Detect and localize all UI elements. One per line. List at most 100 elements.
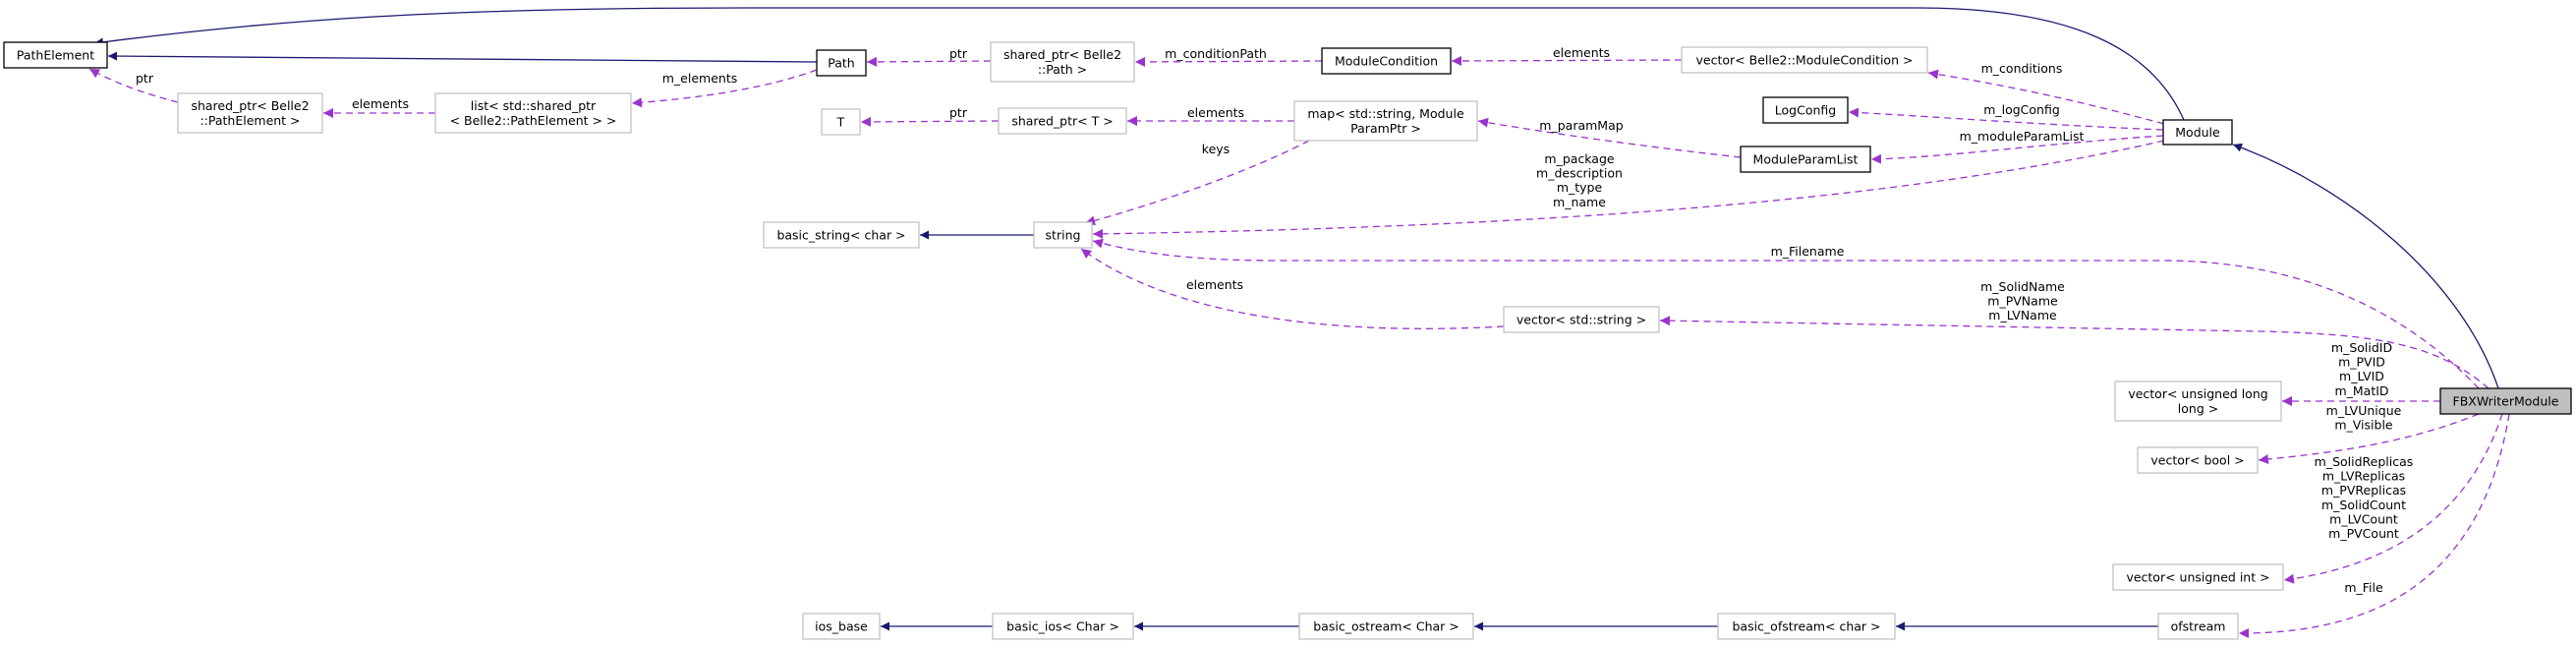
- class-node-box: [1681, 46, 1928, 74]
- class-node-moduleparamlist[interactable]: ModuleParamList: [1740, 146, 1871, 173]
- class-node-string: string: [1033, 221, 1093, 249]
- edge-label: m_logConfig: [1983, 102, 2060, 117]
- class-node-box: [1293, 100, 1478, 142]
- class-node-label: map< std::string, Module: [1307, 106, 1464, 121]
- usage-edge-module-to-moduleparamlist: m_moduleParamList: [1870, 129, 2164, 164]
- edge-label: m_LVReplicas: [2322, 469, 2405, 484]
- class-node-pathelement[interactable]: PathElement: [3, 41, 108, 69]
- class-node-label: LogConfig: [1775, 103, 1836, 118]
- usage-edge-sp-t-to-t: ptr: [860, 105, 1000, 127]
- class-node-sp-pe: shared_ptr< Belle2::PathElement >: [177, 92, 323, 134]
- edge-label: m_name: [1553, 195, 1606, 209]
- class-node-module[interactable]: Module: [2162, 119, 2233, 146]
- edge-label: ptr: [949, 105, 968, 120]
- class-node-label: ModuleParamList: [1753, 152, 1859, 167]
- usage-edge-fbxwritermodule-to-vec-uint: m_SolidReplicasm_LVReplicasm_PVReplicasm…: [2283, 413, 2503, 584]
- class-node-box: [1740, 146, 1871, 173]
- class-node-vec-bool: vector< bool >: [2137, 446, 2259, 474]
- edge-label: m_Visible: [2334, 418, 2393, 433]
- usage-arrow: [1084, 140, 1310, 226]
- class-node-label: basic_ios< Char >: [1006, 619, 1119, 634]
- edge-label: ptr: [949, 46, 968, 61]
- usage-arrow: [88, 68, 179, 103]
- class-node-box: [2157, 613, 2239, 640]
- class-node-list-sp: list< std::shared_ptr< Belle2::PathEleme…: [434, 92, 632, 134]
- class-node-box: [992, 613, 1134, 640]
- edge-label: elements: [352, 96, 409, 111]
- class-node-modulecondition[interactable]: ModuleCondition: [1321, 47, 1452, 75]
- usage-edge-sp-path-to-path: ptr: [866, 46, 992, 67]
- class-node-label: basic_ofstream< char >: [1732, 619, 1880, 634]
- class-node-box: [177, 92, 323, 134]
- edge-label: m_LVCount: [2329, 511, 2398, 526]
- class-node-label: ParamPtr >: [1350, 121, 1421, 136]
- usage-arrow: [631, 69, 818, 108]
- usage-arrow: [1659, 316, 2490, 389]
- edge-label: m_description: [1536, 166, 1623, 181]
- edge-label: m_MatID: [2334, 383, 2388, 398]
- class-node-path[interactable]: Path: [816, 49, 867, 77]
- class-node-box: [434, 92, 632, 134]
- usage-arrow: [860, 116, 1000, 127]
- usage-arrow: [2283, 413, 2503, 584]
- class-node-logconfig[interactable]: LogConfig: [1762, 96, 1849, 124]
- class-node-box: [763, 221, 920, 249]
- class-node-label: shared_ptr< Belle2: [1003, 47, 1121, 62]
- edge-label: keys: [1202, 142, 1230, 156]
- class-node-label: shared_ptr< Belle2: [191, 98, 309, 113]
- usage-edge-fbxwritermodule-to-ofstream: m_File: [2238, 413, 2510, 639]
- edge-label: m_File: [2344, 580, 2383, 595]
- usage-edge-path-to-list-sp: m_elements: [631, 69, 818, 108]
- usage-edge-module-to-vec-mc: m_conditions: [1927, 61, 2165, 125]
- usage-arrow: [1848, 107, 2164, 131]
- class-node-label: < Belle2::PathElement > >: [450, 113, 617, 128]
- class-node-label: T: [836, 115, 845, 130]
- edge-label: m_SolidName: [1980, 279, 2065, 294]
- class-node-box: [990, 41, 1135, 83]
- class-node-label: basic_string< char >: [776, 228, 905, 243]
- edge-label: m_conditions: [1981, 61, 2063, 76]
- usage-arrow: [1927, 69, 2165, 125]
- class-node-label: vector< unsigned long: [2128, 386, 2267, 401]
- usage-arrow: [2258, 413, 2480, 465]
- usage-edge-modulecondition-to-sp-path: m_conditionPath: [1134, 46, 1323, 67]
- class-node-label: vector< bool >: [2150, 453, 2244, 468]
- class-node-label: FBXWriterModule: [2453, 394, 2559, 409]
- edge-label: m_SolidID: [2331, 340, 2392, 355]
- usage-edge-sp-pe-to-pathelement: ptr: [88, 68, 179, 103]
- class-node-label: shared_ptr< T >: [1011, 114, 1113, 129]
- edge-label: m_type: [1557, 180, 1603, 195]
- class-node-label: ModuleCondition: [1335, 54, 1438, 69]
- class-node-box: [998, 107, 1127, 135]
- usage-edge-vec-mc-to-modulecondition: elements: [1451, 45, 1683, 66]
- edge-label: elements: [1186, 277, 1243, 292]
- class-node-ofstream: ofstream: [2157, 613, 2239, 640]
- inheritance-edge-module-to-pathelement: [93, 7, 2185, 121]
- usage-edge-map-to-sp-t: elements: [1127, 105, 1294, 126]
- class-node-box: [2162, 119, 2233, 146]
- class-node-basic-string: basic_string< char >: [763, 221, 920, 249]
- edge-label: m_moduleParamList: [1960, 129, 2085, 144]
- usage-arrow: [1092, 238, 2480, 389]
- edge-label: elements: [1553, 45, 1610, 60]
- usage-edge-vec-str-to-string: elements: [1080, 248, 1505, 329]
- class-node-label: ios_base: [815, 619, 868, 634]
- edge-label: m_SolidReplicas: [2315, 454, 2414, 469]
- inheritance-arrow: [107, 51, 818, 63]
- class-node-label: long >: [2178, 401, 2218, 416]
- class-node-basic-ostream: basic_ostream< Char >: [1298, 613, 1474, 640]
- class-node-sp-path: shared_ptr< Belle2::Path >: [990, 41, 1135, 83]
- inheritance-arrow: [93, 7, 2185, 121]
- usage-arrow: [2238, 413, 2510, 639]
- edge-label: m_PVCount: [2328, 526, 2399, 541]
- class-node-box: [1321, 47, 1452, 75]
- class-node-box: [821, 108, 861, 136]
- edge-label: m_PVReplicas: [2321, 483, 2406, 498]
